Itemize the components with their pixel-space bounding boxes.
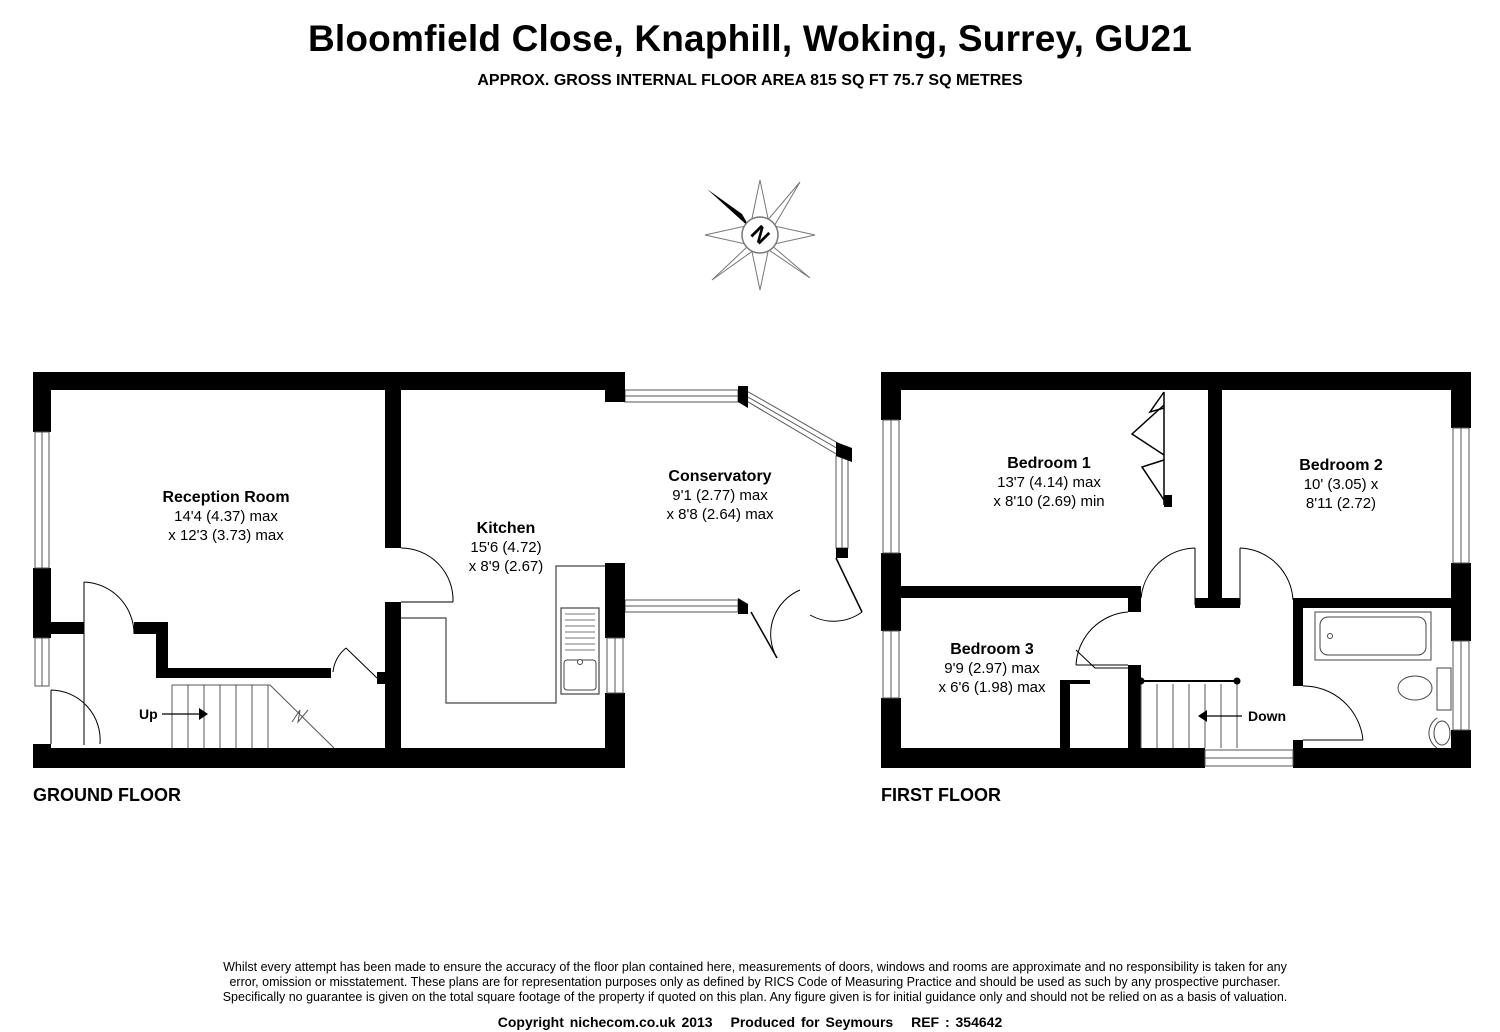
first-floor-label: FIRST FLOOR: [881, 785, 1001, 805]
room-dimension: 14'4 (4.37) max: [174, 508, 278, 525]
disclaimer-text: Whilst every attempt has been made to en…: [150, 960, 1360, 1005]
room-dimension: 8'11 (2.72): [1305, 495, 1377, 512]
room-dimension: 10' (3.05) x: [1303, 476, 1379, 493]
ground-floor-plan: [33, 372, 863, 768]
room-dimension: x 12'3 (3.73) max: [168, 527, 284, 544]
disclaimer-line: error, omission or misstatement. These p…: [229, 975, 1281, 989]
reference-number: REF : 354642: [911, 1014, 1003, 1030]
room-bedroom-3: Bedroom 3 9'9 (2.97) max x 6'6 (1.98) ma…: [912, 640, 1072, 697]
page-title: Bloomfield Close, Knaphill, Woking, Surr…: [307, 18, 1193, 59]
room-dimension: x 8'9 (2.67): [468, 558, 544, 575]
first-floor-plan: [881, 372, 1471, 768]
room-dimension: x 6'6 (1.98) max: [938, 679, 1046, 696]
produced-for-text: Produced for Seymours: [730, 1014, 894, 1030]
room-dimension: 9'9 (2.97) max: [944, 660, 1040, 677]
compass-north-icon: N: [704, 179, 816, 291]
room-name: Kitchen: [476, 520, 536, 537]
stairs-up-label: Up: [139, 706, 158, 722]
room-name: Bedroom 1: [1007, 455, 1091, 472]
room-dimension: 15'6 (4.72): [470, 539, 542, 556]
room-name: Bedroom 2: [1299, 457, 1383, 474]
room-name: Reception Room: [162, 489, 290, 506]
room-dimension: 13'7 (4.14) max: [997, 474, 1101, 491]
room-name: Conservatory: [668, 468, 772, 485]
room-bedroom-1: Bedroom 1 13'7 (4.14) max x 8'10 (2.69) …: [969, 454, 1129, 511]
room-dimension: 9'1 (2.77) max: [672, 487, 768, 504]
room-dimension: x 8'10 (2.69) min: [993, 493, 1105, 510]
room-kitchen: Kitchen 15'6 (4.72) x 8'9 (2.67): [426, 519, 586, 576]
room-name: Bedroom 3: [950, 641, 1034, 658]
footer: Copyright nichecom.co.uk 2013 Produced f…: [0, 1014, 1500, 1030]
floor-area-subtitle: APPROX. GROSS INTERNAL FLOOR AREA 815 SQ…: [477, 72, 1023, 89]
disclaimer-line: Whilst every attempt has been made to en…: [223, 960, 1287, 974]
disclaimer-line: Specifically no guarantee is given on th…: [222, 990, 1288, 1004]
room-conservatory: Conservatory 9'1 (2.77) max x 8'8 (2.64)…: [640, 467, 800, 524]
ground-floor-label: GROUND FLOOR: [33, 785, 181, 805]
room-reception: Reception Room 14'4 (4.37) max x 12'3 (3…: [126, 488, 326, 545]
room-dimension: x 8'8 (2.64) max: [666, 506, 774, 523]
room-bedroom-2: Bedroom 2 10' (3.05) x 8'11 (2.72): [1271, 456, 1411, 513]
stairs-down-label: Down: [1248, 708, 1287, 724]
copyright-text: Copyright nichecom.co.uk 2013: [497, 1014, 713, 1030]
